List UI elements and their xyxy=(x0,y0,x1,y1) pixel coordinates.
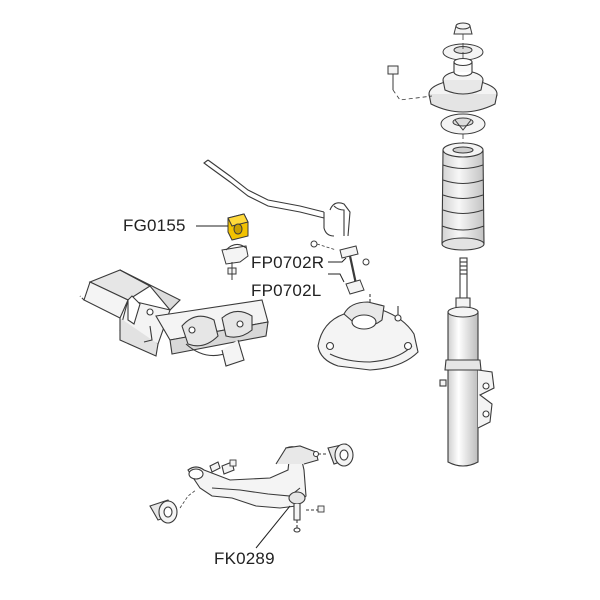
bushing-clamp xyxy=(221,244,249,280)
label-stabilizer-bushing: FG0155 xyxy=(123,216,186,235)
label-control-arm: FK0289 xyxy=(214,549,275,568)
label-stabilizer-link-left: FP0702L xyxy=(251,281,322,300)
control-arm-bushing-front xyxy=(149,489,197,524)
leader-lines xyxy=(196,225,347,549)
strut-top-mount xyxy=(428,57,498,113)
strut-top-nut xyxy=(453,22,473,35)
stabilizer-link xyxy=(310,240,370,295)
lower-control-arm xyxy=(187,445,319,533)
mount-bolt xyxy=(387,65,433,101)
stabilizer-bushing-icon xyxy=(227,213,249,241)
steering-knuckle xyxy=(317,294,419,371)
strut-dust-boot xyxy=(441,142,485,251)
label-stabilizer-link-right: FP0702R xyxy=(251,253,325,272)
arm-bolts xyxy=(229,459,325,513)
stabilizer-bar xyxy=(203,159,351,237)
shock-absorber xyxy=(439,257,495,467)
strut-bearing xyxy=(440,113,486,135)
control-arm-bushing-rear xyxy=(312,443,354,467)
subframe-crossmember xyxy=(79,269,269,367)
